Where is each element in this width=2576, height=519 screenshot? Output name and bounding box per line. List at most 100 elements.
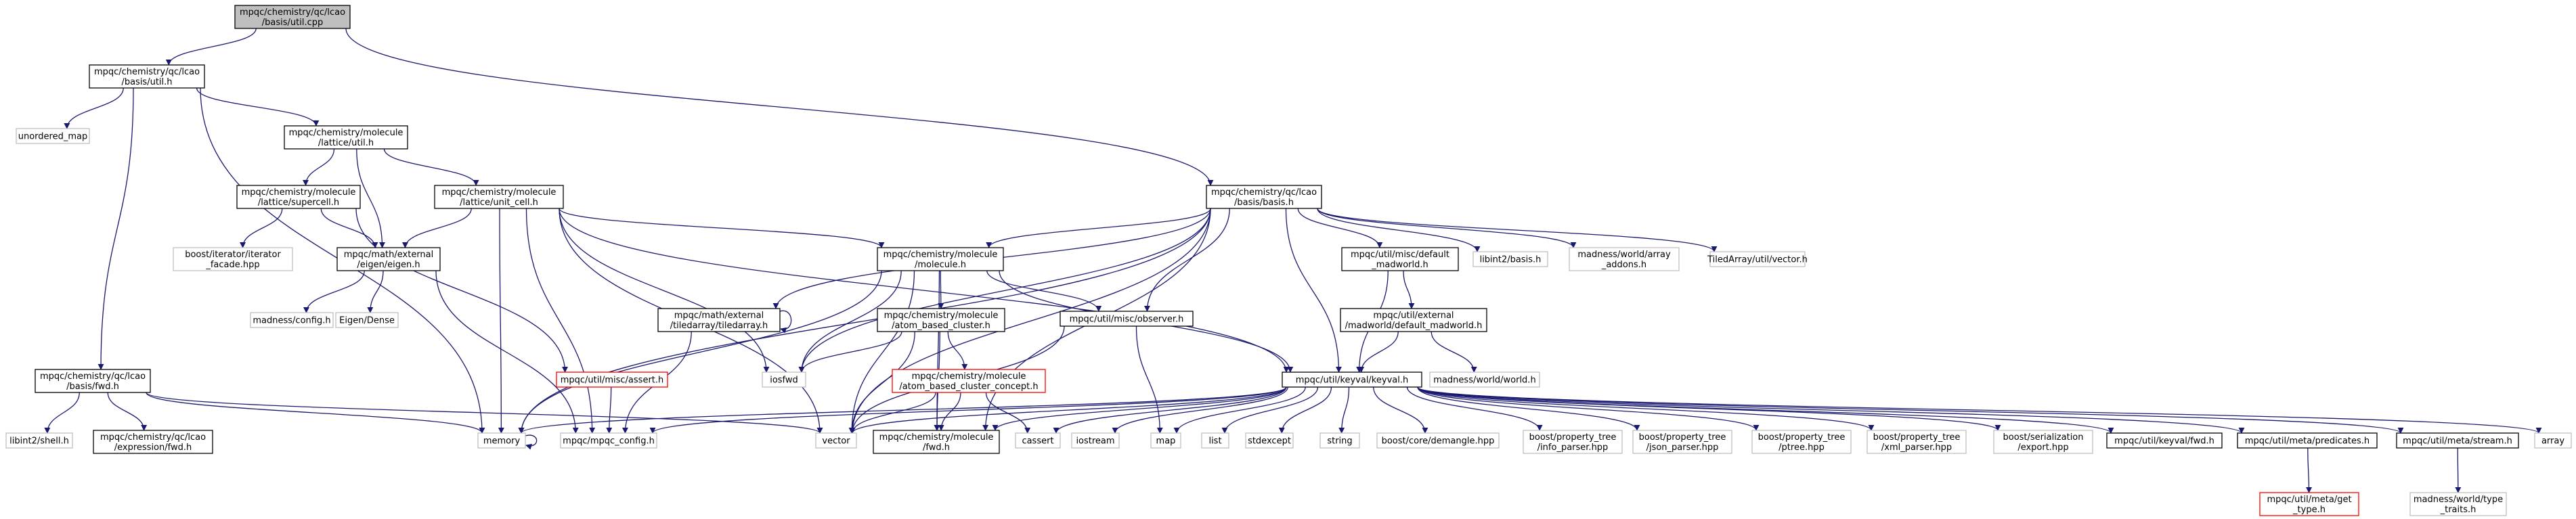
node-label-line: mpqc/chemistry/molecule <box>242 187 356 198</box>
node-label-line: /basis/util.h <box>121 77 172 87</box>
node-atom-cluster[interactable]: mpqc/chemistry/molecule/atom_based_clust… <box>877 308 1005 332</box>
edge-lattice-util-to-unit-cell <box>383 148 479 186</box>
node-label-line: mpqc/util/misc/observer.h <box>1070 315 1184 325</box>
node-box <box>1150 432 1181 449</box>
edge-memory-to-memory <box>525 434 538 450</box>
node-madness-world: madness/world/world.h <box>1429 371 1540 388</box>
node-label-line: array <box>2541 436 2564 447</box>
node-label-line: boost/core/demangle.hpp <box>1382 436 1495 447</box>
node-vector: vector <box>815 432 857 449</box>
node-label-line: /basis/fwd.h <box>66 382 119 392</box>
node-box <box>284 125 408 150</box>
node-layer: mpqc/chemistry/qc/lcao/basis/util.cpp mpq… <box>5 5 2572 516</box>
node-cluster-concept[interactable]: mpqc/chemistry/molecule/atom_based_clust… <box>892 369 1046 393</box>
edge-tiledarray-h-to-tiledarray-h <box>779 310 792 334</box>
node-keyval-fwd[interactable]: mpqc/util/keyval/fwd.h <box>2106 432 2223 449</box>
node-label-line: madness/world/type <box>2414 495 2503 505</box>
node-box <box>1523 430 1623 454</box>
node-label-line: mpqc/chemistry/molecule <box>884 311 999 321</box>
edge-basis-basis-to-iosfwd <box>798 208 1211 373</box>
node-box <box>93 430 213 454</box>
node-label-line: mpqc/util/meta/stream.h <box>2403 436 2512 447</box>
node-label-line: vector <box>822 436 850 447</box>
node-label-line: _traits.h <box>2440 505 2476 515</box>
node-box <box>35 369 151 393</box>
node-keyval[interactable]: mpqc/util/keyval/keyval.h <box>1282 371 1422 388</box>
edge-molecule-to-observer <box>986 270 1102 312</box>
edge-molecule-to-atom-cluster <box>938 270 944 309</box>
edge-keyval-to-string <box>1338 386 1350 434</box>
node-default-madworld[interactable]: mpqc/util/misc/default_madworld.h <box>1341 247 1459 271</box>
edge-util-h-to-basis-fwd <box>97 87 134 370</box>
node-mpqc-config: mpqc/mpqc_config.h <box>560 432 657 449</box>
node-label-line: mpqc/util/keyval/keyval.h <box>1296 376 1408 386</box>
node-observer[interactable]: mpqc/util/misc/observer.h <box>1060 311 1194 327</box>
node-label-line: libint2/basis.h <box>1480 255 1542 265</box>
node-util-cpp[interactable]: mpqc/chemistry/qc/lcao/basis/util.cpp <box>234 5 351 29</box>
edge-atom-cluster-to-iosfwd <box>798 331 902 373</box>
node-eigen[interactable]: mpqc/math/external/eigen/eigen.h <box>336 247 441 271</box>
node-basis-basis[interactable]: mpqc/chemistry/qc/lcao/basis/basis.h <box>1206 185 1322 209</box>
node-basis-fwd[interactable]: mpqc/chemistry/qc/lcao/basis/fwd.h <box>35 369 151 393</box>
node-label-line: cassert <box>1022 436 1053 447</box>
node-label-line: /xml_parser.hpp <box>1881 443 1952 453</box>
node-box <box>815 432 857 449</box>
node-label-line: /basis/basis.h <box>1234 198 1294 208</box>
node-libint2-basis: libint2/basis.h <box>1472 251 1548 267</box>
node-tiledarray-h[interactable]: mpqc/math/external/tiledarray/tiledarray… <box>657 308 781 332</box>
node-expression-fwd[interactable]: mpqc/chemistry/qc/lcao/expression/fwd.h <box>93 430 213 454</box>
node-box <box>236 185 361 209</box>
edge-keyval-to-xml-parser <box>1417 386 1875 431</box>
node-box <box>1429 371 1540 388</box>
node-molecule[interactable]: mpqc/chemistry/molecule/molecule.h <box>877 247 1004 271</box>
node-assert[interactable]: mpqc/util/misc/assert.h <box>556 371 668 388</box>
node-array-addons: madness/world/array_addons.h <box>1569 247 1680 271</box>
node-supercell[interactable]: mpqc/chemistry/molecule/lattice/supercel… <box>236 185 361 209</box>
node-predicates[interactable]: mpqc/util/meta/predicates.h <box>2237 432 2378 449</box>
node-box <box>1206 185 1322 209</box>
node-label-line: mpqc/util/meta/predicates.h <box>2245 436 2370 447</box>
node-label-line: _facade.hpp <box>205 260 259 270</box>
node-label-line: /ptree.hpp <box>1778 443 1825 453</box>
node-label-line: madness/world/world.h <box>1433 376 1535 386</box>
edge-util-h-to-lattice-util <box>196 87 320 127</box>
edge-basis-basis-to-default-madworld <box>1297 208 1383 248</box>
node-util-h[interactable]: mpqc/chemistry/qc/lcao/basis/util.h <box>89 64 205 89</box>
node-label-line: list <box>1208 436 1221 447</box>
node-molecule-fwd[interactable]: mpqc/chemistry/molecule/fwd.h <box>873 430 1000 454</box>
node-cassert: cassert <box>1015 432 1061 449</box>
node-box <box>2534 432 2572 449</box>
node-lattice-util[interactable]: mpqc/chemistry/molecule/lattice/util.h <box>284 125 408 150</box>
node-label-line: mpqc/util/external <box>1373 311 1454 321</box>
edge-keyval-to-ptree <box>1417 386 1760 431</box>
node-box <box>250 312 334 328</box>
node-iterator-facade: boost/iterator/iterator_facade.hpp <box>173 247 293 271</box>
node-label-line: /json_parser.hpp <box>1646 443 1719 453</box>
edge-unit-cell-to-keyval <box>559 208 1290 373</box>
node-label-line: /lattice/unit_cell.h <box>460 198 538 208</box>
node-get-type[interactable]: mpqc/util/meta/get_type.h <box>2259 492 2359 516</box>
edge-basis-fwd-to-libint2-shell <box>44 392 80 434</box>
node-label-line: TiledArray/util/vector.h <box>1707 255 1808 265</box>
node-box <box>1201 432 1229 449</box>
node-label-line: /atom_based_cluster_concept.h <box>899 382 1038 392</box>
edge-supercell-to-iterator-facade <box>240 208 283 248</box>
node-stream[interactable]: mpqc/util/meta/stream.h <box>2396 432 2519 449</box>
node-box <box>1751 430 1852 454</box>
node-box <box>1282 371 1422 388</box>
node-unit-cell[interactable]: mpqc/chemistry/molecule/lattice/unit_cel… <box>434 185 564 209</box>
node-ext-default-madworld[interactable]: mpqc/util/external/madworld/default_madw… <box>1340 308 1487 332</box>
node-box <box>877 308 1005 332</box>
node-label-line: iostream <box>1076 436 1114 447</box>
edge-default-madworld-to-ext-default-madworld <box>1403 270 1415 309</box>
edge-unit-cell-to-memory <box>498 208 504 434</box>
node-box <box>873 430 1000 454</box>
node-iostream: iostream <box>1071 432 1120 449</box>
node-label-line: mpqc/chemistry/molecule <box>442 187 556 198</box>
node-label-line: mpqc/chemistry/molecule <box>883 250 998 260</box>
node-box <box>892 369 1046 393</box>
node-label-line: boost/serialization <box>2003 432 2083 443</box>
node-label-line: libint2/shell.h <box>9 436 69 447</box>
node-box <box>2106 432 2223 449</box>
edge-predicates-to-get-type <box>2306 447 2313 493</box>
